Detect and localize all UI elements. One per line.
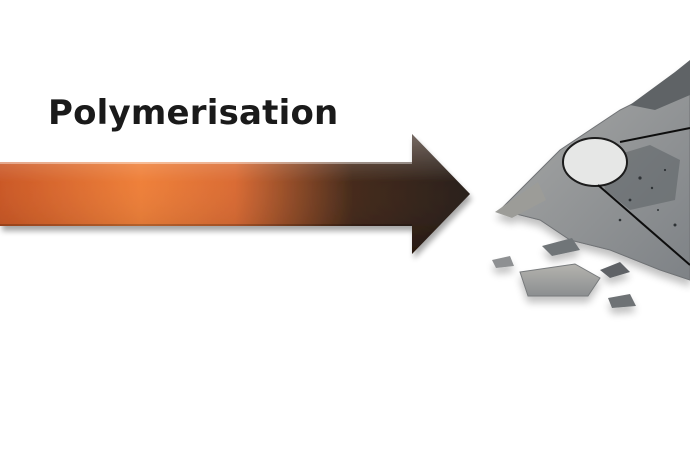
small-fragment [519,263,601,297]
small-fragment [608,294,636,308]
left-flake-shard [495,182,546,218]
fragment-speckles [618,168,677,227]
structure-outline [619,127,690,143]
glass-inclusion [562,137,628,187]
small-fragment [600,262,630,278]
top-spike-shard [630,60,690,110]
small-fragment [542,238,580,256]
reaction-arrow [0,134,470,254]
structure-outline-diagonal [597,184,690,266]
small-fragment [492,256,514,268]
polymer-fragments-image [492,60,690,308]
polymerisation-label: Polymerisation [48,93,339,133]
